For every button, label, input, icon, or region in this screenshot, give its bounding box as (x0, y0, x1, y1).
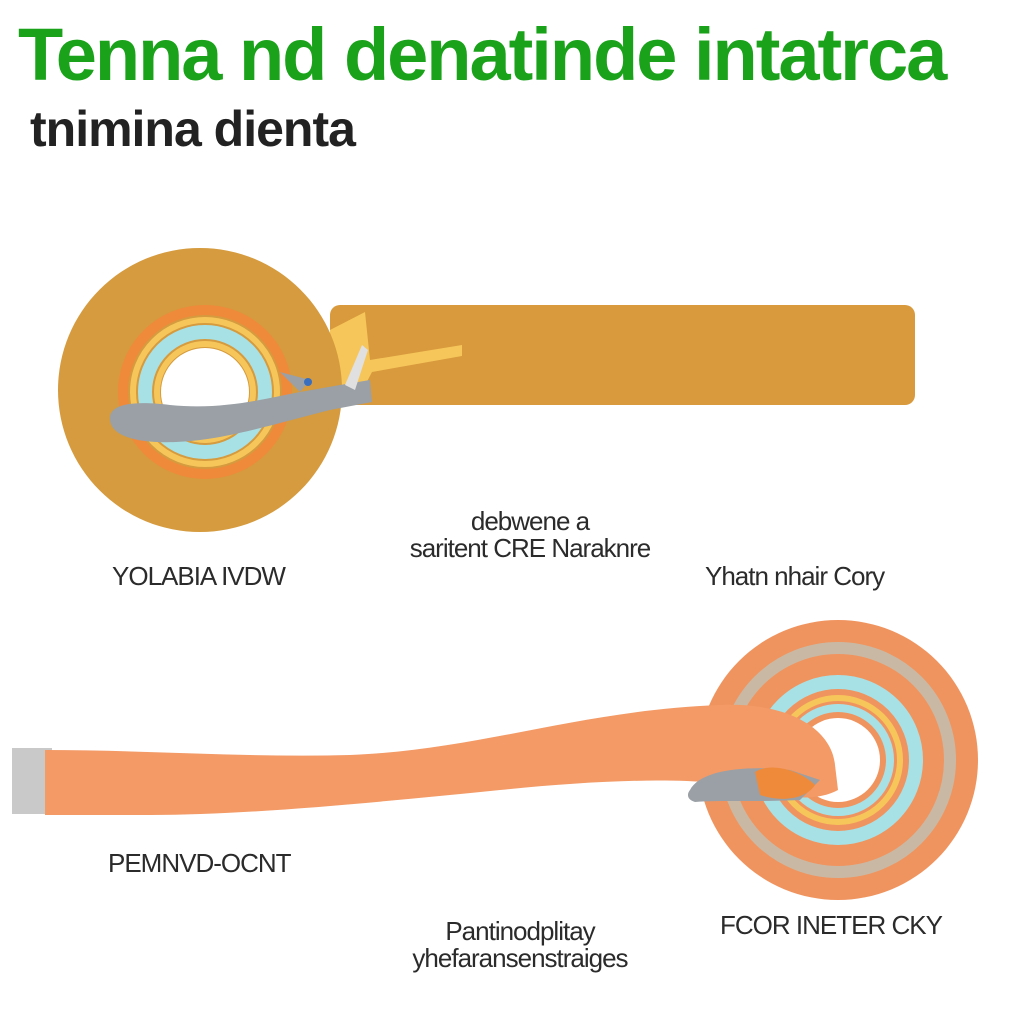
label-top-center-line2: saritent CRE Naraknre (409, 533, 652, 564)
label-top-left: YOLABIA IVDW (112, 561, 286, 591)
label-top-center-line1: debwene a (470, 506, 590, 536)
top-ring-inner-yellow (154, 341, 256, 443)
label-top-right: Yhatn nhair Cory (705, 561, 885, 591)
top-tool-blade (345, 345, 368, 390)
top-tape-strip (330, 305, 915, 405)
top-ring-cyan (138, 325, 272, 459)
bottom-wrap-tip (755, 767, 815, 799)
top-tape-roll (58, 248, 915, 532)
top-tool-tip (280, 372, 310, 392)
bottom-tape-strip (45, 704, 838, 815)
label-bottom-center-line2: yhefaransenstraiges (412, 943, 628, 974)
label-bottom-right: FCOR INETER CKY (720, 910, 943, 940)
label-bottom-center: Pantinodplitay yhefaransenstraiges (355, 916, 685, 974)
top-ring-orange (118, 305, 292, 479)
label-bottom-left: PEMNVD-OCNT (108, 848, 292, 878)
top-strip-yellow-tab (330, 312, 462, 395)
bottom-tape-roll (12, 620, 978, 900)
top-ring-yellow (130, 317, 280, 467)
label-top-center: debwene a saritent CRE Naraknre (385, 506, 675, 564)
page-subtitle: tnimina dienta (30, 101, 356, 157)
top-tool-arm (109, 380, 372, 443)
page-title: Tenna nd denatinde intatrca (18, 13, 947, 96)
label-bottom-center-line1: Pantinodplitay (445, 916, 595, 946)
top-tool-accent (304, 378, 312, 386)
